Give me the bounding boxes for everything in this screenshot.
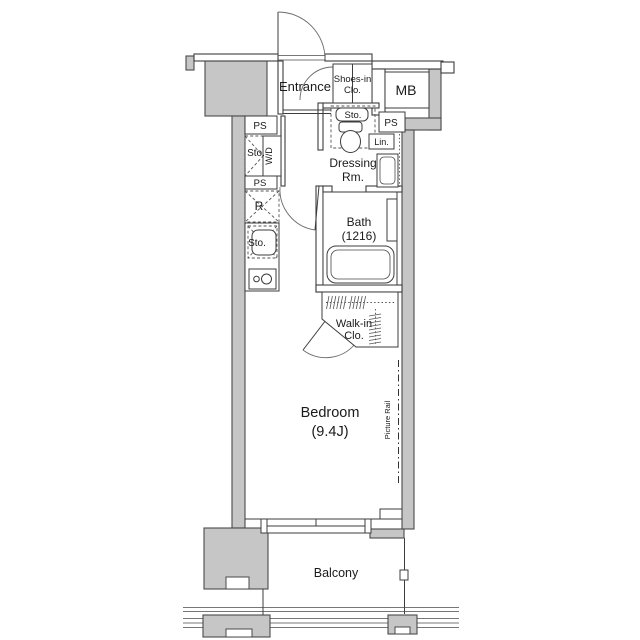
sanitary-zone [322, 105, 406, 286]
walkin-door-leaf [302, 319, 327, 351]
labels: Entrance Shoes-in Clo. MB PS Sto. W/D PS… [247, 74, 416, 580]
balcony-wall-stub [369, 528, 405, 539]
meter-box [384, 71, 430, 109]
service-column [244, 115, 282, 292]
hanger-marks-b [349, 295, 366, 310]
kitchen-sink-icon [251, 229, 277, 256]
hanger-marks-c [368, 313, 382, 345]
hall-door-arc [279, 186, 316, 231]
label-dressing-2: Rm. [342, 170, 364, 184]
label-storage-toilet: Sto. [345, 110, 362, 121]
entrance-zone [283, 63, 430, 114]
top-right-stub [440, 61, 455, 74]
bath-top-wall-a [322, 185, 333, 193]
railing-block-left-notch [225, 628, 253, 638]
toilet-overhead-outline [330, 105, 376, 149]
linen-box [368, 133, 395, 150]
balcony-partition-box [399, 569, 409, 581]
window-cap-left [260, 518, 268, 534]
railing-block-right-notch [394, 626, 411, 635]
window-cap-right [364, 518, 372, 534]
label-ps-mid-left: PS [254, 178, 267, 189]
label-refrigerator: R [255, 199, 264, 213]
label-ps-right: PS [384, 118, 398, 129]
left-wall [231, 115, 246, 529]
front-door-arc [277, 11, 326, 60]
toilet-bowl-icon [340, 130, 361, 153]
bath-bottom-wall [315, 284, 403, 293]
concrete-walls [185, 55, 442, 590]
label-storage-left: Sto. [247, 148, 265, 159]
bedroom-zone [245, 360, 402, 534]
bath-counter [386, 198, 398, 242]
label-walkin-1: Walk-in [336, 318, 372, 330]
stove-burner-large [261, 273, 272, 285]
label-storage-kitchen: Sto. [248, 238, 266, 249]
label-linen: Lin. [374, 137, 389, 147]
dressing-left-wall [317, 102, 324, 151]
entrance-left-wall [277, 60, 284, 115]
refrigerator-diag2 [244, 190, 280, 223]
wall-tick-top-left [185, 55, 195, 71]
balcony-zone [183, 538, 459, 638]
label-shoes-closet-1: Shoes-in [334, 74, 372, 85]
hanger-marks-a [326, 295, 347, 310]
label-walkin-2: Clo. [344, 330, 364, 342]
label-ps-top-left: PS [253, 121, 267, 132]
hall-door-leaf [314, 185, 320, 231]
bedroom-step [379, 508, 402, 519]
bathtub-inner [330, 249, 391, 280]
refrigerator-box [244, 190, 280, 223]
label-shoes-closet-2: Clo. [344, 85, 361, 96]
label-picture-rail: Picture Rail [383, 401, 392, 440]
toilet-nook-top-wall [322, 102, 380, 109]
label-bath-2: (1216) [342, 229, 377, 243]
ps-box-mid-left [244, 175, 278, 190]
range-hood-outline [247, 225, 278, 259]
label-dressing-1: Dressing [329, 156, 376, 170]
balcony-column-notch [225, 576, 250, 590]
washbasin-icon [376, 153, 399, 188]
ps-box-top-left [244, 115, 278, 135]
top-wall-right [371, 60, 444, 70]
shoes-closet-door-arc [299, 66, 334, 101]
right-wall [401, 129, 415, 530]
top-wall-center [324, 53, 373, 62]
stove-burner-small [253, 275, 260, 283]
label-bath-1: Bath [347, 215, 372, 229]
label-balcony: Balcony [314, 566, 359, 580]
hall-left-wall [280, 115, 286, 187]
label-bedroom-2: (9.4J) [311, 424, 348, 440]
right-wall-jog [404, 117, 442, 131]
bath-left-wall [315, 185, 324, 293]
label-bedroom-1: Bedroom [301, 405, 360, 421]
label-meter-box: MB [396, 82, 417, 98]
ps-box-right [378, 111, 406, 133]
stove-icon [248, 268, 277, 290]
washbasin-bowl [379, 156, 396, 185]
label-entrance: Entrance [279, 79, 331, 94]
walkin-door-arc [302, 343, 356, 359]
top-wall-left [193, 53, 279, 62]
bathtub-icon [326, 245, 395, 284]
walkin-closet [321, 291, 399, 348]
label-washer-dryer: W/D [264, 147, 274, 165]
column-top-left [204, 55, 268, 117]
toilet-storage-box [335, 107, 369, 122]
